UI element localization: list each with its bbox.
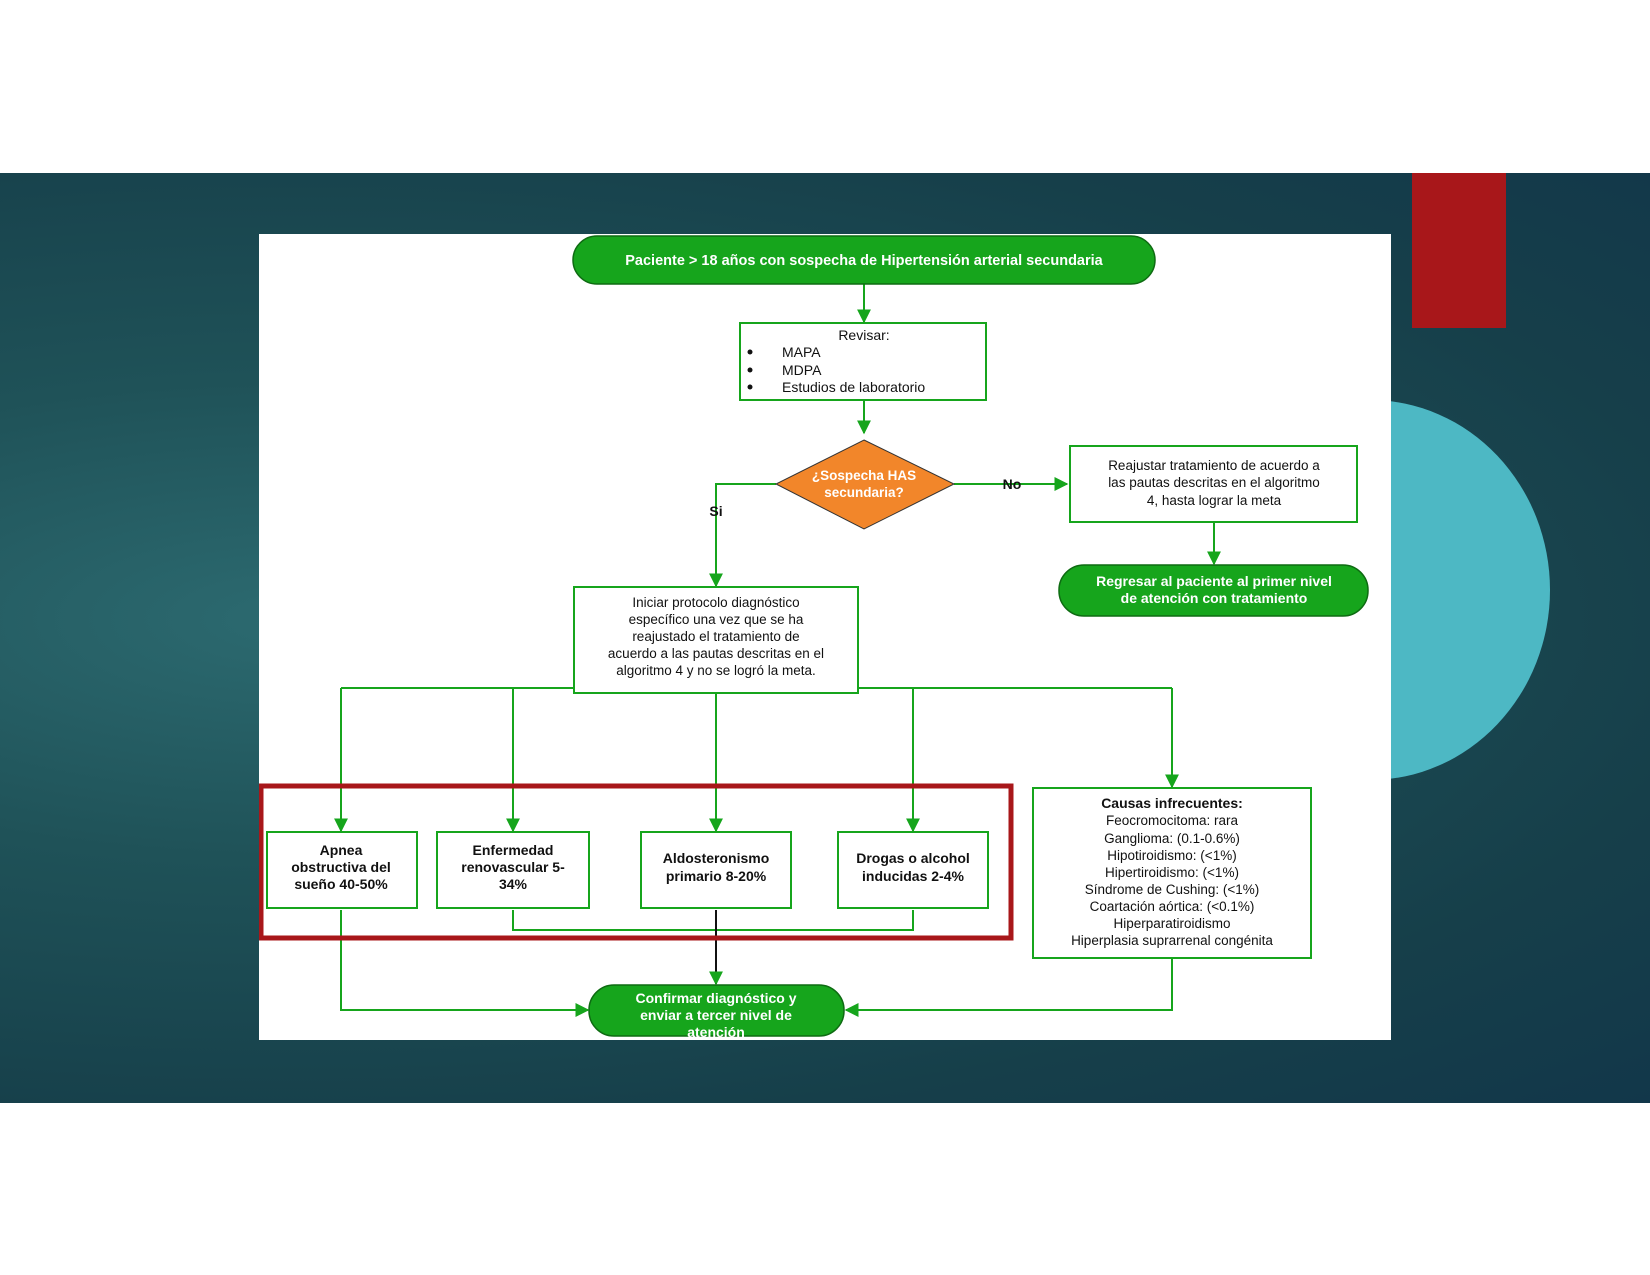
- rare-title: Causas infrecuentes:: [1101, 795, 1243, 811]
- aldosteronism-line-2: primario 8-20%: [666, 868, 767, 884]
- review-item-mapa: MAPA: [782, 344, 821, 360]
- decision-line-1: ¿Sospecha HAS: [812, 468, 916, 483]
- node-aldosteronism: Aldosteronismo primario 8-20%: [640, 831, 792, 909]
- aldosteronism-line-1: Aldosteronismo: [663, 850, 770, 866]
- rare-item: Hiperparatiroidismo: [1113, 916, 1230, 931]
- rare-item: Hiperplasia suprarrenal congénita: [1071, 933, 1273, 948]
- flowchart-panel: Paciente > 18 años con sospecha de Hiper…: [259, 234, 1391, 1040]
- bullet: [747, 349, 753, 355]
- renovascular-line-2: renovascular 5-: [461, 859, 565, 875]
- rare-item: Ganglioma: (0.1-0.6%): [1104, 831, 1240, 846]
- protocol-line-5: algoritmo 4 y no se logró la meta.: [616, 663, 816, 678]
- confirm-line-2: enviar a tercer nivel de: [640, 1007, 792, 1023]
- connectors: [334, 284, 1221, 1017]
- node-readjust: Reajustar tratamiento de acuerdo a las p…: [1069, 445, 1358, 523]
- node-return-first-level: Regresar al paciente al primer nivel de …: [1058, 564, 1369, 617]
- bullet: [747, 384, 753, 390]
- node-review: Revisar: MAPA MDPA Estudios de laborator…: [739, 322, 987, 401]
- label-no: No: [1003, 476, 1022, 492]
- bullet: [747, 367, 753, 373]
- apnea-line-3: sueño 40-50%: [294, 876, 388, 892]
- node-confirm: Confirmar diagnóstico y enviar a tercer …: [588, 984, 845, 1040]
- review-title: Revisar:: [838, 327, 889, 343]
- decision-line-2: secundaria?: [824, 485, 904, 500]
- confirm-line-1: Confirmar diagnóstico y: [635, 990, 796, 1006]
- drugs-line-2: inducidas 2-4%: [862, 868, 964, 884]
- connector-renov-drugs-join: [512, 910, 914, 931]
- return-line-2: de atención con tratamiento: [1121, 590, 1308, 606]
- slide-background: Paciente > 18 años con sospecha de Hiper…: [0, 173, 1650, 1103]
- protocol-line-3: reajustado el tratamiento de: [632, 629, 799, 644]
- confirm-line-3: atención: [687, 1024, 745, 1040]
- decorative-red-tab: [1412, 173, 1506, 328]
- highlight-frame: [259, 783, 1014, 941]
- drugs-line-1: Drogas o alcohol: [856, 850, 970, 866]
- rare-item: Síndrome de Cushing: (<1%): [1085, 882, 1259, 897]
- node-drugs: Drogas o alcohol inducidas 2-4%: [837, 831, 989, 909]
- rare-item: Hipertiroidismo: (<1%): [1105, 865, 1239, 880]
- readjust-line-3: 4, hasta lograr la meta: [1147, 493, 1282, 508]
- node-renovascular: Enfermedad renovascular 5- 34%: [436, 831, 590, 909]
- flowchart: Paciente > 18 años con sospecha de Hiper…: [259, 235, 1369, 1040]
- connector-rare-confirm: [844, 958, 1173, 1017]
- rare-item: Hipotiroidismo: (<1%): [1107, 848, 1236, 863]
- connector-decision-si: [709, 483, 776, 588]
- node-protocol: Iniciar protocolo diagnóstico específico…: [573, 586, 859, 694]
- label-si: Si: [709, 503, 722, 519]
- protocol-line-2: específico una vez que se ha: [629, 612, 804, 627]
- review-item-lab: Estudios de laboratorio: [782, 379, 925, 395]
- protocol-line-4: acuerdo a las pautas descritas en el: [608, 646, 824, 661]
- return-line-1: Regresar al paciente al primer nivel: [1096, 573, 1332, 589]
- rare-item: Feocromocitoma: rara: [1106, 813, 1239, 828]
- apnea-line-1: Apnea: [320, 842, 363, 858]
- node-rare-causes: Causas infrecuentes: Feocromocitoma: rar…: [1032, 787, 1312, 959]
- node-start-text: Paciente > 18 años con sospecha de Hiper…: [625, 253, 1103, 269]
- node-decision: ¿Sospecha HAS secundaria?: [774, 439, 956, 530]
- node-start: Paciente > 18 años con sospecha de Hiper…: [572, 235, 1156, 285]
- renovascular-line-1: Enfermedad: [473, 842, 554, 858]
- readjust-line-1: Reajustar tratamiento de acuerdo a: [1108, 458, 1320, 473]
- apnea-line-2: obstructiva del: [291, 859, 391, 875]
- review-item-mdpa: MDPA: [782, 362, 822, 378]
- rare-item: Coartación aórtica: (<0.1%): [1090, 899, 1255, 914]
- renovascular-line-3: 34%: [499, 876, 528, 892]
- node-apnea: Apnea obstructiva del sueño 40-50%: [266, 831, 418, 909]
- connector-apnea-confirm: [340, 910, 590, 1017]
- readjust-line-2: las pautas descritas en el algoritmo: [1108, 475, 1320, 490]
- protocol-line-1: Iniciar protocolo diagnóstico: [632, 595, 799, 610]
